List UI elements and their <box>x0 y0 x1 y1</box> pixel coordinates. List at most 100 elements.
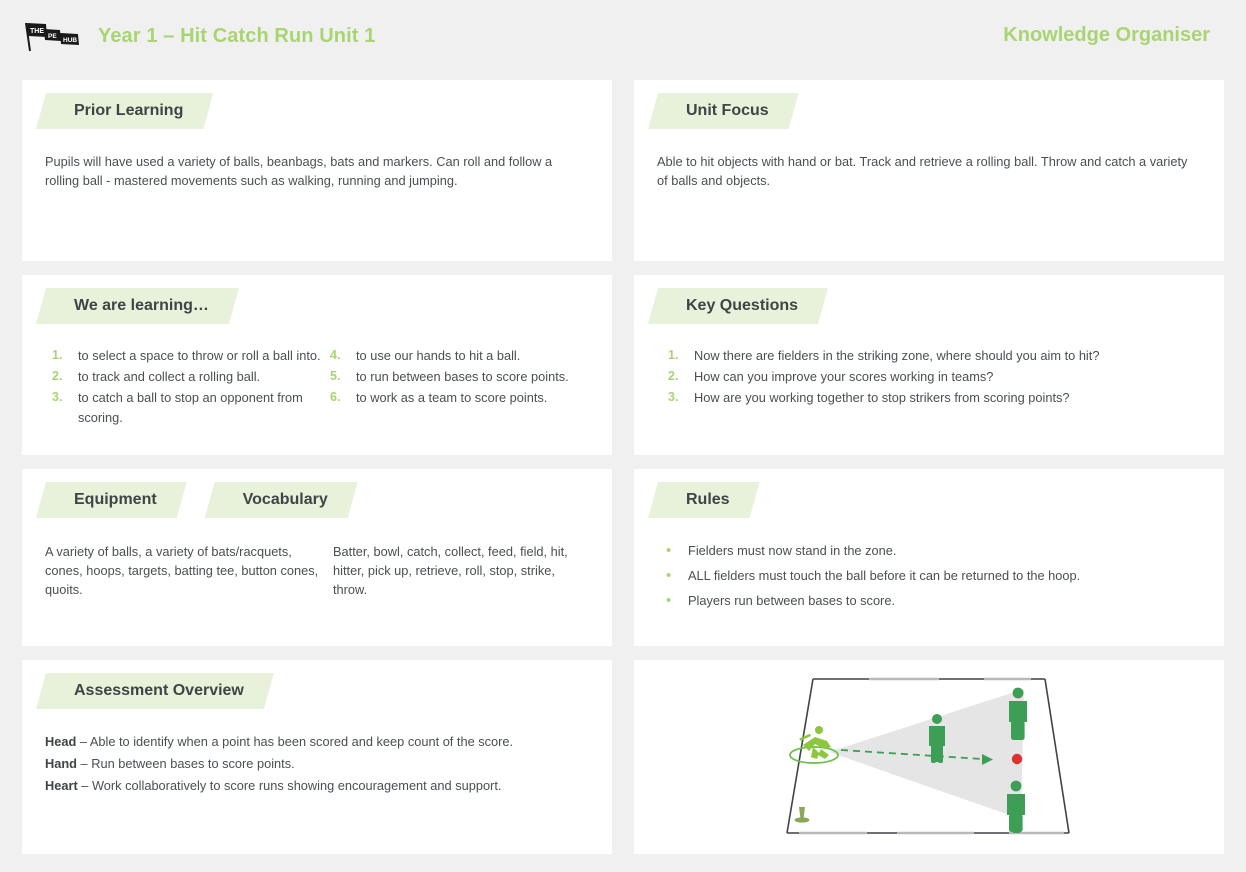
banner-title: Assessment Overview <box>74 682 244 699</box>
page-header: THE PE HUB Year 1 – Hit Catch Run Unit 1… <box>0 0 1246 72</box>
list-item-number: 2. <box>668 369 679 384</box>
assessment-label: Heart <box>45 778 78 793</box>
page-title: Year 1 – Hit Catch Run Unit 1 <box>98 24 376 47</box>
bullet-dot-icon: • <box>666 591 672 609</box>
list-item-label: Fielders must now stand in the zone. <box>688 543 897 558</box>
the-pe-hub-flag-logo: THE PE HUB <box>22 19 80 53</box>
banner-rules: Rules <box>648 482 760 518</box>
banner-row: Equipment Vocabulary <box>22 469 612 518</box>
list-item-number: 1. <box>52 348 63 362</box>
svg-text:HUB: HUB <box>63 37 77 44</box>
banner-we-are-learning: We are learning… <box>36 288 239 324</box>
list-item: 2. to track and collect a rolling ball. <box>52 367 322 386</box>
banner-title: We are learning… <box>74 297 209 314</box>
list-item: 5. to run between bases to score points. <box>330 367 592 386</box>
list-item-label: How can you improve your scores working … <box>694 369 994 385</box>
list-item-label: ALL fielders must touch the ball before … <box>688 567 1081 583</box>
list-item-number: 3. <box>52 390 63 405</box>
pitch-diagram <box>769 667 1089 847</box>
list-item-label: to select a space to throw or roll a bal… <box>78 348 321 363</box>
card-grid: Prior Learning Pupils will have used a v… <box>22 80 1224 854</box>
banner-equipment: Equipment <box>36 482 187 518</box>
list-item-number: 6. <box>330 390 341 405</box>
card-unit-focus: Unit Focus Able to hit objects with hand… <box>634 80 1224 261</box>
list-item: 3. to catch a ball to stop an opponent f… <box>52 388 322 426</box>
list-item-number: 2. <box>52 369 63 384</box>
fielder-icon <box>1007 780 1025 833</box>
list-item-number: 5. <box>330 369 341 384</box>
ball-icon <box>1011 753 1023 765</box>
banner-title: Prior Learning <box>74 102 184 119</box>
card-pitch-diagram <box>634 660 1224 854</box>
bullet-dot-icon: • <box>666 566 672 584</box>
banner-row: Prior Learning <box>22 80 612 129</box>
svg-text:PE: PE <box>48 33 57 40</box>
fielder-icon <box>1009 687 1027 740</box>
vocabulary-body: Batter, bowl, catch, collect, feed, fiel… <box>333 544 568 598</box>
banner-key-questions: Key Questions <box>648 288 828 324</box>
banner-title: Vocabulary <box>242 491 328 508</box>
list-item-number: 3. <box>668 390 679 405</box>
assessment-label: Hand <box>45 756 77 771</box>
list-item: • ALL fielders must touch the ball befor… <box>666 565 1224 587</box>
learning-objectives-column-left: 1. to select a space to throw or roll a … <box>22 346 322 429</box>
list-item-number: 4. <box>330 348 341 362</box>
assessment-line-hand: Hand – Run between bases to score points… <box>45 753 612 775</box>
banner-vocabulary: Vocabulary <box>205 482 358 518</box>
assessment-label: Head <box>45 734 77 749</box>
equipment-vocabulary-body: A variety of balls, a variety of bats/ra… <box>22 518 612 600</box>
cone-icon <box>794 807 810 823</box>
list-item: • Fielders must now stand in the zone. <box>666 540 1224 562</box>
list-item: 3. How are you working together to stop … <box>668 388 1224 407</box>
card-assessment-overview: Assessment Overview Head – Able to ident… <box>22 660 612 854</box>
bullet-dot-icon: • <box>666 542 672 559</box>
fielder-icon <box>929 714 945 763</box>
list-item: 1. to select a space to throw or roll a … <box>52 346 322 365</box>
card-equipment-vocabulary: Equipment Vocabulary A variety of balls,… <box>22 469 612 646</box>
assessment-text: – Able to identify when a point has been… <box>76 734 514 749</box>
list-item: 4. to use our hands to hit a ball. <box>330 346 592 365</box>
learning-objectives-list: 1. to select a space to throw or roll a … <box>22 324 612 429</box>
unit-focus-body: Able to hit objects with hand or bat. Tr… <box>657 154 1188 188</box>
banner-row: Key Questions <box>634 275 1224 324</box>
svg-text:THE: THE <box>30 28 44 35</box>
list-item: • Players run between bases to score. <box>666 590 1224 612</box>
rules-list: • Fielders must now stand in the zone. •… <box>634 518 1224 611</box>
banner-row: Unit Focus <box>634 80 1224 129</box>
card-rules: Rules • Fielders must now stand in the z… <box>634 469 1224 646</box>
assessment-list: Head – Able to identify when a point has… <box>22 709 612 797</box>
list-item-label: Now there are fielders in the striking z… <box>694 348 1100 363</box>
list-item-label: to catch a ball to stop an opponent from… <box>78 390 303 425</box>
list-item-label: Players run between bases to score. <box>688 592 895 608</box>
assessment-text: – Work collaboratively to score runs sho… <box>77 778 502 793</box>
assessment-line-head: Head – Able to identify when a point has… <box>45 731 612 753</box>
card-prior-learning: Prior Learning Pupils will have used a v… <box>22 80 612 261</box>
banner-row: Rules <box>634 469 1224 518</box>
banner-title: Rules <box>686 491 730 508</box>
assessment-line-heart: Heart – Work collaboratively to score ru… <box>45 775 612 797</box>
banner-row: Assessment Overview <box>22 660 612 709</box>
prior-learning-body: Pupils will have used a variety of balls… <box>45 154 553 188</box>
list-item-label: How are you working together to stop str… <box>694 390 1070 406</box>
banner-assessment-overview: Assessment Overview <box>36 673 274 709</box>
list-item-number: 1. <box>668 348 679 362</box>
list-item: 1. Now there are fielders in the strikin… <box>668 346 1224 365</box>
card-key-questions: Key Questions 1. Now there are fielders … <box>634 275 1224 455</box>
document-type-label: Knowledge Organiser <box>1003 24 1210 46</box>
list-item-label: to use our hands to hit a ball. <box>356 348 521 363</box>
learning-objectives-column-right: 4. to use our hands to hit a ball. 5. to… <box>322 346 592 429</box>
list-item-label: to track and collect a rolling ball. <box>78 369 261 385</box>
list-item-label: to work as a team to score points. <box>356 390 548 406</box>
key-questions-list: 1. Now there are fielders in the strikin… <box>634 324 1224 408</box>
list-item-label: to run between bases to score points. <box>356 369 569 385</box>
card-we-are-learning: We are learning… 1. to select a space to… <box>22 275 612 455</box>
banner-prior-learning: Prior Learning <box>36 93 213 129</box>
list-item: 6. to work as a team to score points. <box>330 388 592 407</box>
banner-unit-focus: Unit Focus <box>648 93 799 129</box>
list-item: 2. How can you improve your scores worki… <box>668 367 1224 386</box>
banner-title: Unit Focus <box>686 102 769 119</box>
banner-title: Equipment <box>74 491 157 508</box>
assessment-text: – Run between bases to score points. <box>77 756 295 771</box>
banner-title: Key Questions <box>686 297 799 314</box>
